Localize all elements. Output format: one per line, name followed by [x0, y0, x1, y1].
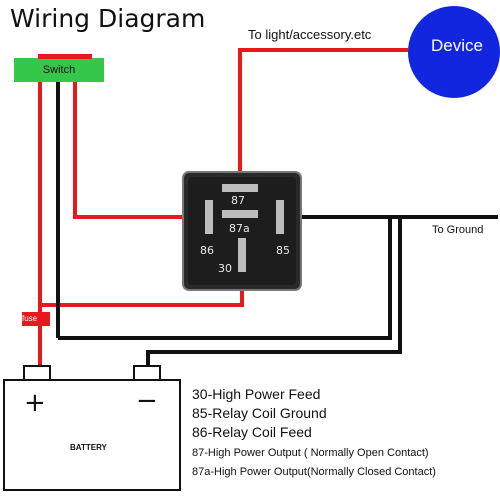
relay-inner — [188, 177, 296, 285]
legend-item: 87-High Power Output ( Normally Open Con… — [192, 447, 429, 459]
battery-plus-symbol: + — [24, 388, 46, 418]
ground-wires — [56, 82, 498, 368]
diagram-title: Wiring Diagram — [10, 4, 206, 33]
legend-item: 86-Relay Coil Feed — [192, 424, 312, 440]
legend-item: 85-Relay Coil Ground — [192, 405, 327, 421]
battery-pos-terminal — [23, 365, 51, 381]
switch-body — [14, 58, 104, 82]
pin-85-label: 85 — [276, 244, 290, 257]
wire-switch-to-86 — [73, 82, 210, 219]
legend-item: 87a-High Power Output(Normally Closed Co… — [192, 466, 436, 478]
battery-neg-terminal — [133, 365, 161, 381]
battery-body — [3, 379, 181, 491]
battery-minus-symbol: − — [136, 386, 158, 416]
pin-86-label: 86 — [200, 244, 214, 257]
switch-label: Switch — [42, 64, 76, 76]
pin-87a-blade — [222, 210, 258, 218]
pin-30-label: 30 — [218, 262, 232, 275]
device-label: Device — [431, 36, 483, 55]
pin-30-blade — [238, 238, 246, 272]
pin-87-label: 87 — [231, 194, 245, 207]
wire-coil-ground — [58, 217, 392, 340]
pin-87-blade — [222, 184, 258, 192]
pin-86-blade — [205, 200, 213, 234]
device-circle — [408, 6, 500, 98]
to-light-label: To light/accessory.etc — [248, 27, 372, 42]
pin-87a-label: 87a — [229, 222, 250, 235]
wire-87-to-device — [238, 48, 408, 190]
switch-top-contact — [38, 54, 92, 59]
fuse-label: fuse — [22, 314, 38, 323]
pin-85-blade — [276, 200, 284, 234]
wire-battery-neg-ground — [146, 217, 402, 368]
battery-label: BATTERY — [70, 443, 107, 452]
fuse-body — [22, 312, 50, 326]
to-ground-label: To Ground — [432, 224, 484, 236]
legend-item: 30-High Power Feed — [192, 386, 321, 402]
